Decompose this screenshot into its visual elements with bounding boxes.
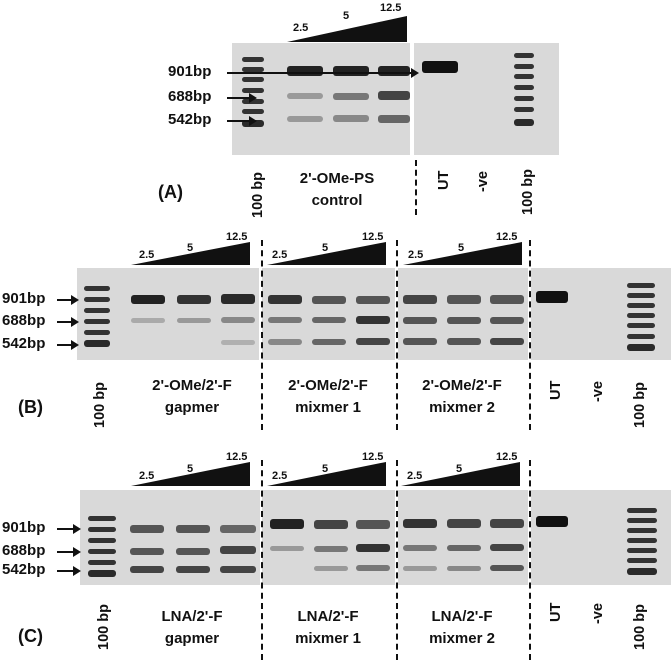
marker-542bp: 542bp	[168, 111, 212, 128]
divider-b-1	[261, 240, 263, 430]
conc-c2-high: 12.5	[362, 451, 384, 463]
conc-c2-mid: 5	[322, 463, 329, 475]
marker-542bp: 542bp	[2, 335, 46, 352]
wedge-b-2	[267, 242, 386, 265]
marker-901bp: 901bp	[2, 519, 46, 536]
conc-b2-high: 12.5	[362, 231, 384, 243]
gel-image-a-main	[232, 43, 410, 155]
gel-image-c-1	[80, 490, 260, 585]
gel-image-b-controls	[531, 268, 671, 360]
conc-c3-high: 12.5	[496, 451, 518, 463]
conc-c3-mid: 5	[456, 463, 463, 475]
ut-label: UT	[436, 170, 452, 190]
divider-c-1	[261, 460, 263, 660]
conc-c3-low: 2.5	[407, 470, 423, 482]
marker-688bp: 688bp	[2, 542, 46, 559]
panel-letter-b: (B)	[18, 397, 43, 417]
divider-b-2	[396, 240, 398, 430]
conc-b1-low: 2.5	[139, 249, 155, 261]
conc-c1-mid: 5	[187, 463, 194, 475]
conc-b3-high: 12.5	[496, 231, 518, 243]
wedge-b-3	[403, 242, 522, 265]
marker-542bp: 542bp	[2, 561, 46, 578]
neg-control-label: -ve	[590, 603, 606, 624]
gel-image-c-controls	[531, 490, 671, 585]
conc-c1-high: 12.5	[226, 451, 248, 463]
gel-image-c-2	[262, 490, 395, 585]
arrow-688bp	[227, 93, 257, 103]
marker-688bp: 688bp	[168, 88, 212, 105]
concentration-wedge	[287, 16, 407, 42]
ut-label: UT	[548, 602, 564, 622]
marker-901bp: 901bp	[2, 290, 46, 307]
ladder-label-right: 100 bp	[632, 604, 648, 650]
divider-c-2	[396, 460, 398, 660]
arrow-688bp	[57, 317, 79, 327]
marker-901bp: 901bp	[168, 63, 212, 80]
ladder-label-left: 100 bp	[96, 604, 112, 650]
conc-b3-low: 2.5	[408, 249, 424, 261]
conc-c2-low: 2.5	[272, 470, 288, 482]
panel-letter-a: (A)	[158, 182, 183, 202]
conc-label-high: 12.5	[380, 2, 402, 14]
wedge-c-1	[131, 462, 250, 486]
ut-label: UT	[548, 380, 564, 400]
gel-image-b-1	[77, 268, 259, 360]
wedge-c-3	[401, 462, 520, 486]
arrow-688bp	[57, 547, 81, 557]
arrow-901bp	[57, 295, 79, 305]
divider-b-3	[529, 240, 531, 430]
panel-letter-c: (C)	[18, 626, 43, 646]
arrow-542bp	[227, 116, 257, 126]
conc-b1-mid: 5	[187, 242, 194, 254]
wedge-b-1	[131, 242, 250, 265]
wedge-c-2	[267, 462, 386, 486]
arrow-542bp	[57, 340, 79, 350]
neg-control-label: -ve	[475, 171, 491, 192]
gel-image-c-3	[398, 490, 528, 585]
neg-control-label: -ve	[590, 381, 606, 402]
ladder-label-left: 100 bp	[92, 382, 108, 428]
conc-b3-mid: 5	[458, 242, 465, 254]
divider-c-3	[529, 460, 531, 660]
divider-a	[415, 160, 417, 215]
ladder-label-right: 100 bp	[632, 382, 648, 428]
gel-image-b-2	[262, 268, 395, 360]
marker-688bp: 688bp	[2, 312, 46, 329]
conc-b2-low: 2.5	[272, 249, 288, 261]
conc-b1-high: 12.5	[226, 231, 248, 243]
conc-c1-low: 2.5	[139, 470, 155, 482]
arrow-901bp	[227, 68, 419, 78]
gel-image-a-controls	[414, 43, 559, 155]
caption-control: 2'-OMe-PS control	[299, 170, 375, 209]
gel-image-b-3	[398, 268, 528, 360]
arrow-901bp	[57, 524, 81, 534]
conc-b2-mid: 5	[322, 242, 329, 254]
ladder-label-left: 100 bp	[250, 172, 266, 218]
ladder-label-right: 100 bp	[520, 169, 536, 215]
arrow-542bp	[57, 566, 81, 576]
